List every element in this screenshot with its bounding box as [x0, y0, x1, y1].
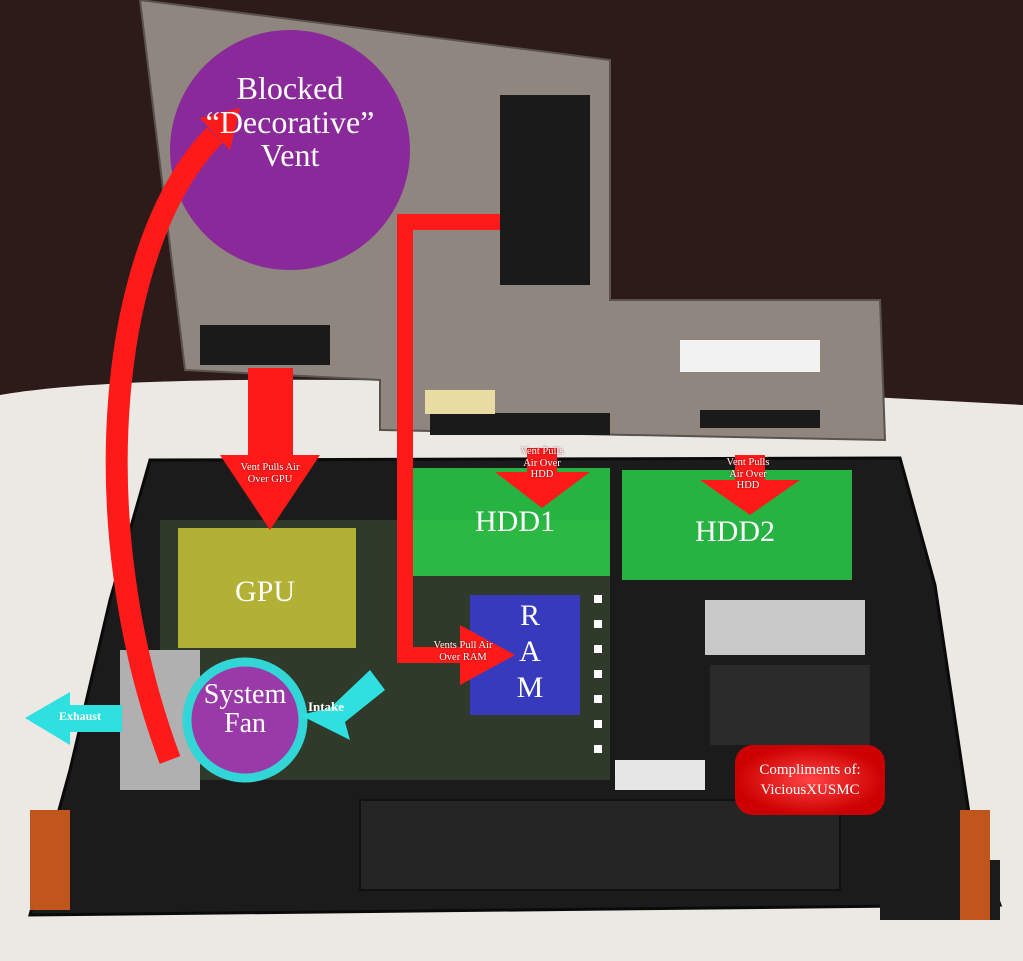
- hdd2-label: HDD2: [695, 515, 775, 548]
- vent-gpu-label: Vent Pulls Air Over GPU: [222, 462, 318, 485]
- exhaust-arrow: [25, 692, 122, 745]
- vent-hdd1-label: Vent Pulls Air Over HDD: [510, 446, 574, 481]
- vent-ram-label: Vents Pull Air Over RAM: [418, 640, 508, 663]
- intake-label: Intake: [307, 699, 345, 714]
- vent-hdd2-label-line1: Vent Pulls: [726, 457, 770, 468]
- vent-hdd1-label-line2: Air Over: [523, 457, 561, 469]
- ram-label-r: R: [519, 599, 540, 632]
- fan-to-vent-arrow: [105, 127, 223, 764]
- gpu-label: GPU: [234, 575, 295, 608]
- hdd2-arrow: [700, 480, 800, 515]
- vent-ram-label-line2: Over RAM: [439, 651, 487, 663]
- credit-label-line1: Compliments of:: [759, 762, 861, 778]
- ram-label-a: A: [519, 635, 541, 668]
- vent-hdd2-label-line3: HDD: [736, 480, 760, 492]
- vent-gpu-label-line1: Vent Pulls Air: [240, 462, 300, 473]
- blocked-vent-marker: [170, 30, 410, 270]
- vent-hdd1-label-line1: Vent Pulls: [520, 446, 564, 457]
- vent-gpu-label-line2: Over GPU: [247, 473, 293, 485]
- gpu-highlight: [178, 528, 356, 648]
- credit-badge: [735, 745, 885, 815]
- ram-label: R A M: [500, 598, 560, 706]
- ram-arrow: [397, 214, 500, 663]
- gpu-arrow-shaft: [248, 368, 293, 458]
- credit-label-line2: ViciousXUSMC: [760, 782, 860, 799]
- blocked-vent-label-line3: Vent: [260, 137, 320, 174]
- exhaust-label: Exhaust: [58, 709, 102, 723]
- system-fan-label: System Fan: [185, 680, 305, 739]
- blocked-vent-label: Blocked “Decorative” Vent: [170, 70, 410, 174]
- blocked-vent-label-line2: “Decorative”: [205, 103, 375, 140]
- gpu-arrow-head: [220, 455, 320, 530]
- hdd1-label: HDD1: [475, 505, 555, 538]
- credit-label: Compliments of: ViciousXUSMC: [735, 760, 885, 801]
- vent-hdd1-label-line3: HDD: [530, 469, 554, 481]
- intake-arrow: [300, 670, 385, 740]
- hdd1-highlight: [410, 468, 610, 576]
- vent-ram-label-line1: Vents Pull Air: [433, 640, 493, 651]
- ram-label-m: M: [516, 671, 544, 704]
- system-fan-label-line2: Fan: [224, 708, 266, 740]
- blocked-vent-label-line1: Blocked: [236, 70, 344, 106]
- vent-hdd2-label: Vent Pulls Air Over HDD: [716, 457, 780, 492]
- system-fan-ring: [182, 657, 308, 783]
- vent-hdd2-label-line2: Air Over: [729, 468, 767, 480]
- system-fan-label-line1: System: [203, 679, 287, 710]
- hdd1-arrow: [495, 472, 590, 508]
